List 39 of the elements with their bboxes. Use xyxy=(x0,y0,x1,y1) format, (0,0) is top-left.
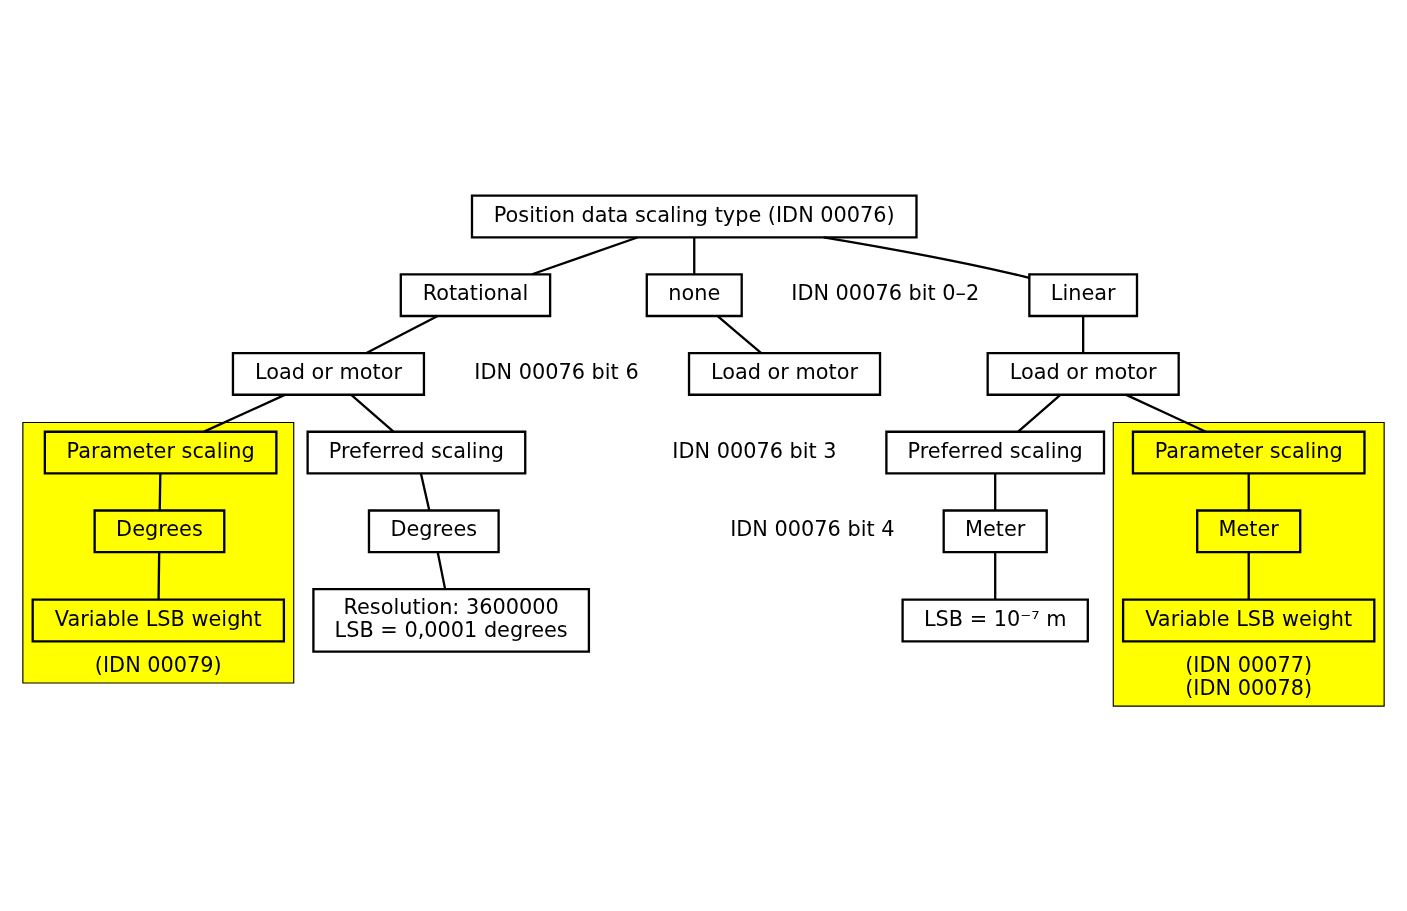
node-box: Preferred scaling xyxy=(306,430,527,475)
node-box: Parameter scaling xyxy=(43,430,278,475)
connector xyxy=(823,236,1030,280)
label: IDN 00076 bit 0–2 xyxy=(791,281,980,306)
node-box: Variable LSB weight xyxy=(1121,598,1376,643)
connector xyxy=(994,473,997,510)
connector xyxy=(419,473,431,511)
node-box: Resolution: 3600000 LSB = 0,0001 degrees xyxy=(312,588,591,653)
connector xyxy=(994,552,997,600)
node-box: Degrees xyxy=(93,509,226,554)
label: IDN 00076 bit 3 xyxy=(672,438,837,463)
node-box: Degrees xyxy=(367,509,500,554)
node-box: none xyxy=(645,273,743,318)
connector xyxy=(158,473,162,510)
node-box: Variable LSB weight xyxy=(31,598,286,643)
connector xyxy=(531,236,638,276)
node-box: LSB = 10⁻⁷ m xyxy=(901,598,1089,643)
node-box: Load or motor xyxy=(687,351,882,396)
connector xyxy=(365,315,438,354)
connector xyxy=(693,237,696,274)
node-box: Load or motor xyxy=(231,351,426,396)
label: IDN 00076 bit 6 xyxy=(474,359,639,384)
connector xyxy=(717,315,762,354)
connector xyxy=(1247,552,1250,600)
node-box: Rotational xyxy=(399,273,552,318)
connector xyxy=(1082,316,1085,353)
node-box: Meter xyxy=(942,509,1048,554)
node-box: Meter xyxy=(1196,509,1302,554)
connector xyxy=(350,394,395,433)
connector xyxy=(1017,394,1061,433)
connector xyxy=(1247,473,1250,510)
node-box: Position data scaling type (IDN 00076) xyxy=(470,194,918,239)
node-box: Load or motor xyxy=(986,351,1180,396)
node-box: Preferred scaling xyxy=(885,430,1106,475)
connector xyxy=(157,552,161,600)
label: IDN 00076 bit 4 xyxy=(730,517,895,542)
connector xyxy=(436,551,447,590)
node-box: Linear xyxy=(1028,273,1139,318)
node-box: Parameter scaling xyxy=(1131,430,1366,475)
